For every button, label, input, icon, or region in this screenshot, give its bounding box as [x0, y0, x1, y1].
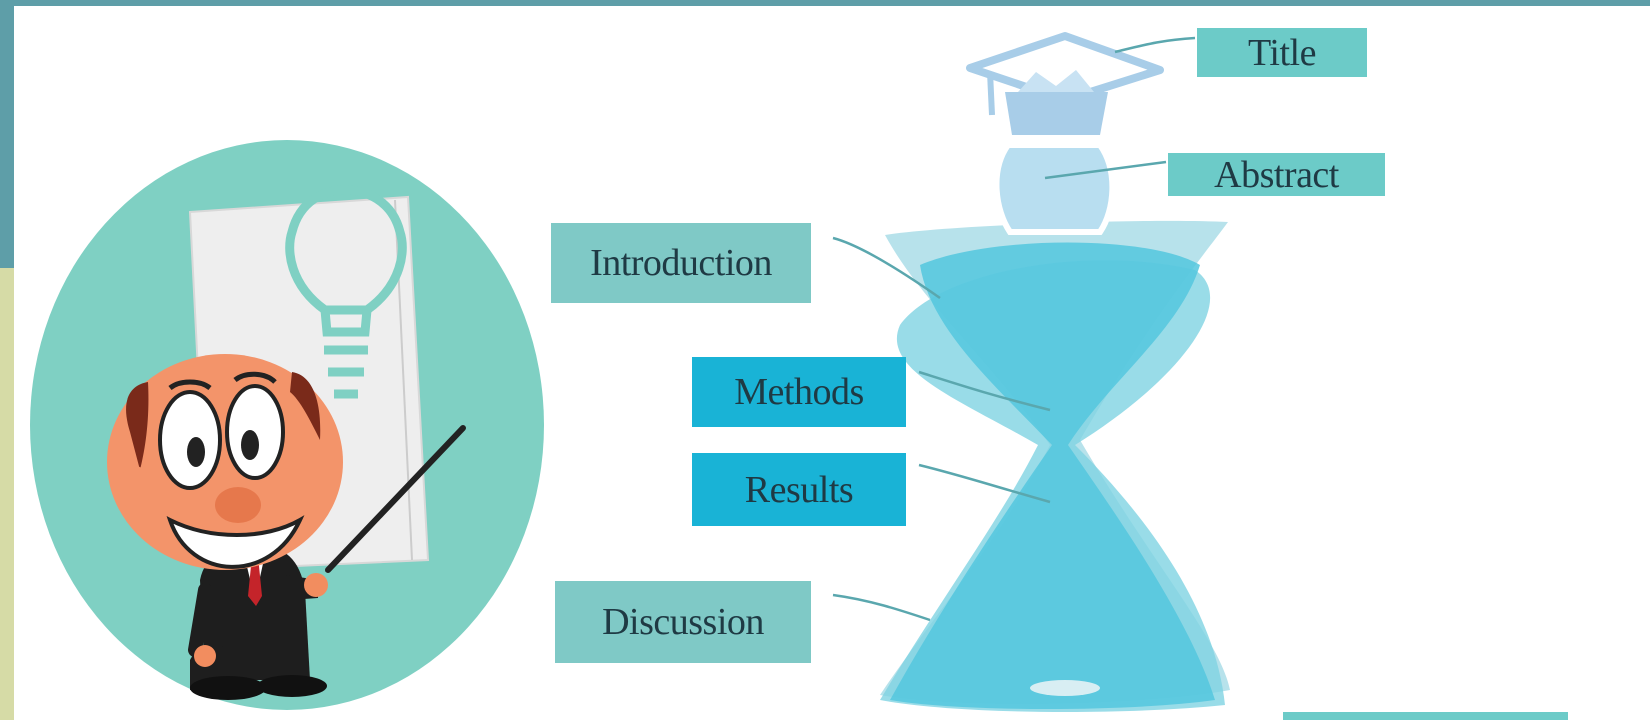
connector-lines [832, 36, 1196, 622]
discussion-label: Discussion [555, 581, 811, 663]
lightbulb-icon [285, 185, 407, 399]
abstract-label: Abstract [1168, 153, 1385, 196]
connector-abstract [1044, 160, 1167, 180]
connector-title [1114, 36, 1196, 54]
results-label: Results [692, 453, 906, 526]
connector-results [918, 463, 1051, 504]
top-frame-bar [0, 0, 1650, 6]
introduction-label: Introduction [551, 223, 811, 303]
title-label: Title [1197, 28, 1367, 77]
connector-introduction [832, 236, 941, 300]
pointer-stick [325, 425, 466, 573]
left-frame-bar-khaki [0, 268, 14, 720]
presenter-illustration [30, 140, 544, 710]
methods-label: Methods [692, 357, 906, 427]
presenter-character [107, 354, 343, 700]
cropped-label-box [1283, 712, 1568, 720]
connector-methods [918, 370, 1051, 412]
connector-discussion [832, 593, 931, 622]
left-frame-bar-teal [0, 0, 14, 268]
graduation-cap-icon [966, 32, 1164, 135]
hourglass-figure [880, 32, 1230, 712]
